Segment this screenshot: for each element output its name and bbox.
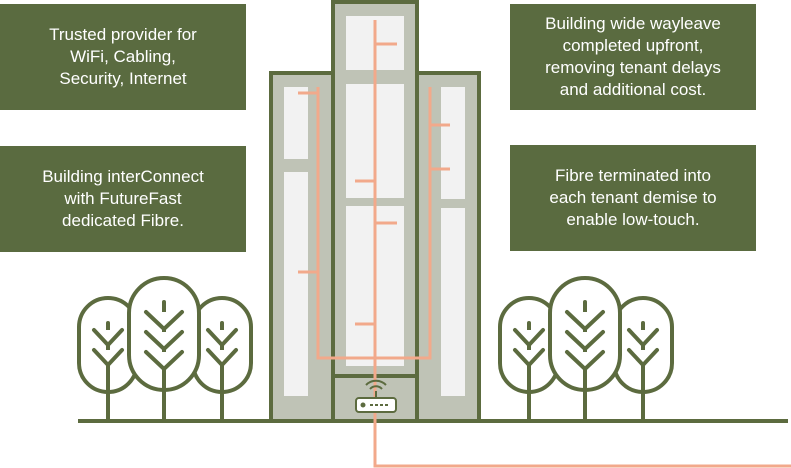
- wifi-router-icon: [355, 379, 397, 413]
- tree-group-left: [77, 276, 253, 423]
- callout-wayleave: Building wide wayleave completed upfront…: [510, 4, 756, 110]
- callout-text: Trusted provider for WiFi, Cabling, Secu…: [49, 25, 197, 88]
- tree-icon: [548, 276, 622, 423]
- callout-text: Building wide wayleave completed upfront…: [545, 14, 721, 99]
- window: [441, 87, 465, 199]
- window: [284, 172, 308, 396]
- callout-text: Fibre terminated into each tenant demise…: [549, 166, 717, 229]
- callout-trusted-provider: Trusted provider for WiFi, Cabling, Secu…: [0, 4, 246, 110]
- callout-building-interconnect: Building interConnect with FutureFast de…: [0, 146, 246, 252]
- callout-text: Building interConnect with FutureFast de…: [42, 167, 204, 230]
- tree-icon: [127, 276, 201, 423]
- fibre-network: [298, 20, 791, 468]
- tree-icon: [612, 296, 674, 423]
- callout-fibre-termination: Fibre terminated into each tenant demise…: [510, 145, 756, 251]
- tree-icon: [191, 296, 253, 423]
- window: [441, 208, 465, 396]
- tree-group-right: [498, 276, 674, 423]
- fibre-main-riser: [373, 20, 791, 468]
- window: [284, 87, 308, 159]
- fibre-left-loop: [316, 87, 432, 360]
